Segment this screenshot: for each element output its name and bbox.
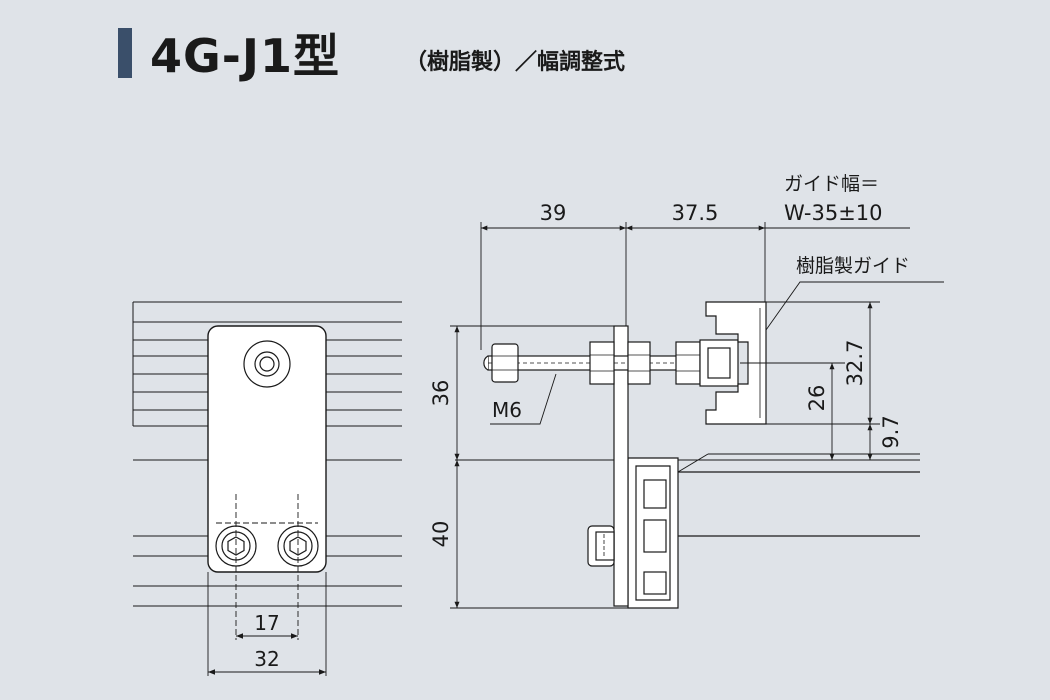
page-subtitle: （樹脂製）／幅調整式 bbox=[405, 50, 626, 75]
dim-17-label: 17 bbox=[254, 611, 279, 635]
resin-guide-label: 樹脂製ガイド bbox=[796, 255, 910, 277]
title-accent-bar bbox=[118, 28, 132, 78]
dim-32-label: 32 bbox=[254, 647, 279, 671]
dim-37-5-label: 37.5 bbox=[672, 201, 719, 225]
bottom-bolt-right bbox=[277, 525, 319, 567]
nuts-at-plate bbox=[589, 341, 651, 385]
frame-profile bbox=[455, 453, 920, 609]
bracket-vertical-plate bbox=[613, 325, 629, 607]
guide-width-value: W-35±10 bbox=[784, 201, 883, 225]
dim-32-7-label: 32.7 bbox=[843, 340, 867, 387]
dim-36-label: 36 bbox=[429, 380, 453, 407]
guide-width-label: ガイド幅＝ bbox=[784, 173, 879, 195]
bracket-plate bbox=[207, 325, 327, 573]
top-bolt bbox=[243, 340, 291, 388]
dim-40-label: 40 bbox=[429, 521, 453, 548]
nuts-at-guide bbox=[675, 339, 739, 387]
page-title: 4G-J1型 bbox=[150, 29, 340, 83]
centerlines bbox=[216, 494, 318, 640]
dim-26-label: 26 bbox=[805, 385, 829, 412]
front-view bbox=[132, 301, 402, 676]
m6-label: M6 bbox=[492, 398, 522, 422]
frame-bolt bbox=[587, 525, 615, 567]
dim-39-label: 39 bbox=[540, 201, 567, 225]
dim-9-7-label: 9.7 bbox=[879, 415, 903, 448]
side-dimensions bbox=[450, 222, 944, 609]
side-view bbox=[455, 301, 920, 609]
